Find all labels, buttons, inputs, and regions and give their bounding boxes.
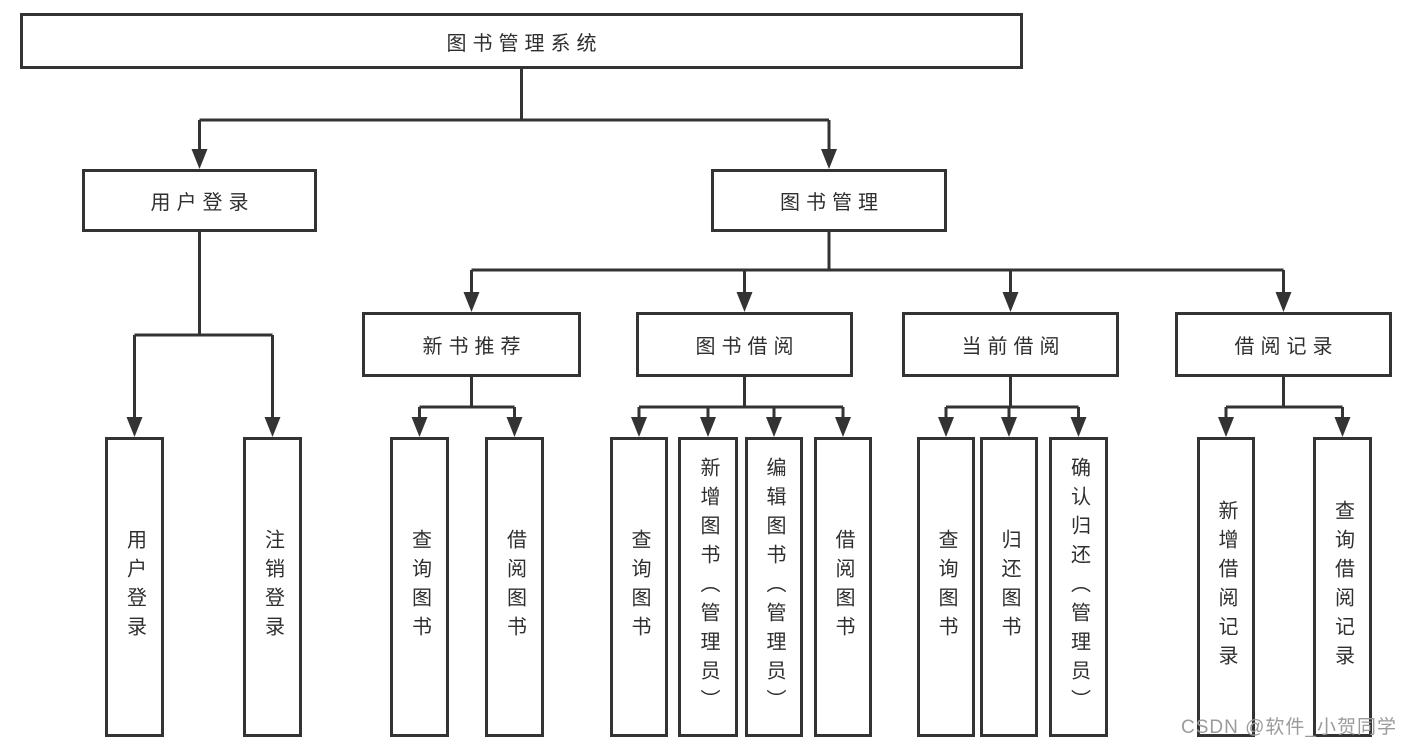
leaf-user-login: 用户登录 [105, 437, 164, 737]
leaf-query-borrow-record: 查询借阅记录 [1313, 437, 1372, 737]
arrowhead [1275, 292, 1292, 312]
leaf-borrow-books-recommend: 借阅图书 [485, 437, 544, 737]
node-label: 图书管理 [780, 192, 884, 214]
leaf-query-books-recommend: 查询图书 [390, 437, 449, 737]
connector-lines [133, 69, 1344, 419]
node-label: 确认归还（管理员） [1067, 456, 1090, 718]
node-label: 新书推荐 [422, 336, 527, 358]
node-label: 查询图书 [408, 529, 431, 645]
arrowhead [835, 417, 851, 437]
leaf-borrow-books: 借阅图书 [814, 437, 872, 737]
leaf-return-book: 归还图书 [980, 437, 1038, 737]
node-user-login: 用户登录 [82, 169, 317, 232]
connector-user-login-branch [133, 232, 274, 419]
arrowhead [766, 417, 782, 437]
leaf-query-books-current: 查询图书 [917, 437, 975, 737]
arrowheads [126, 149, 1351, 437]
node-book-management: 图书管理 [711, 169, 947, 232]
node-label: 查询借阅记录 [1331, 500, 1354, 674]
connector-root-branch [198, 69, 831, 151]
node-label: 新增图书（管理员） [697, 456, 719, 718]
node-label: 用户登录 [150, 192, 255, 214]
arrowhead [736, 292, 753, 312]
node-label: 用户登录 [123, 529, 146, 645]
connector-borrow-records-branch [1224, 377, 1344, 419]
arrowhead [264, 417, 281, 437]
arrowhead [1001, 417, 1017, 437]
node-label: 借阅图书 [832, 529, 854, 645]
connector-new-book-branch [418, 377, 516, 419]
node-current-borrow: 当前借阅 [902, 312, 1119, 377]
arrowhead [938, 417, 954, 437]
arrowhead [821, 149, 837, 169]
arrowhead [631, 417, 647, 437]
leaf-logout: 注销登录 [243, 437, 302, 737]
node-label: 注销登录 [261, 529, 284, 645]
arrowhead [1070, 417, 1087, 437]
arrowhead [1002, 292, 1019, 312]
node-label: 查询图书 [935, 529, 957, 645]
node-label: 图书借阅 [695, 336, 800, 358]
connector-current-borrow-branch [944, 377, 1080, 419]
leaf-confirm-return-admin: 确认归还（管理员） [1049, 437, 1108, 737]
arrowhead [1334, 417, 1351, 437]
node-book-borrow: 图书借阅 [636, 312, 853, 377]
arrowhead [411, 417, 428, 437]
node-label: 归还图书 [998, 529, 1020, 645]
node-label: 新增借阅记录 [1215, 500, 1237, 674]
connector-book-borrow-branch [637, 377, 845, 419]
connector-book-management-branch [470, 232, 1285, 294]
watermark-text: CSDN @软件_小贺同学 [1181, 717, 1397, 738]
arrowhead [126, 417, 143, 437]
leaf-query-books-borrow: 查询图书 [610, 437, 668, 737]
leaf-edit-book-admin: 编辑图书（管理员） [745, 437, 803, 737]
arrowhead [700, 417, 716, 437]
leaf-add-book-admin: 新增图书（管理员） [678, 437, 738, 737]
node-label: 借阅图书 [503, 529, 526, 645]
arrowhead [506, 417, 523, 437]
node-label: 图书管理系统 [446, 32, 603, 55]
node-new-book-recommend: 新书推荐 [362, 312, 581, 377]
node-label: 借阅记录 [1234, 336, 1339, 358]
arrowhead [463, 292, 480, 312]
arrowhead [1218, 417, 1234, 437]
arrowhead [191, 149, 208, 169]
node-label: 当前借阅 [961, 336, 1066, 358]
node-root-library-system: 图书管理系统 [20, 13, 1023, 69]
node-label: 编辑图书（管理员） [763, 456, 785, 718]
node-borrow-records: 借阅记录 [1175, 312, 1392, 377]
node-label: 查询图书 [628, 529, 650, 645]
leaf-add-borrow-record: 新增借阅记录 [1197, 437, 1255, 737]
